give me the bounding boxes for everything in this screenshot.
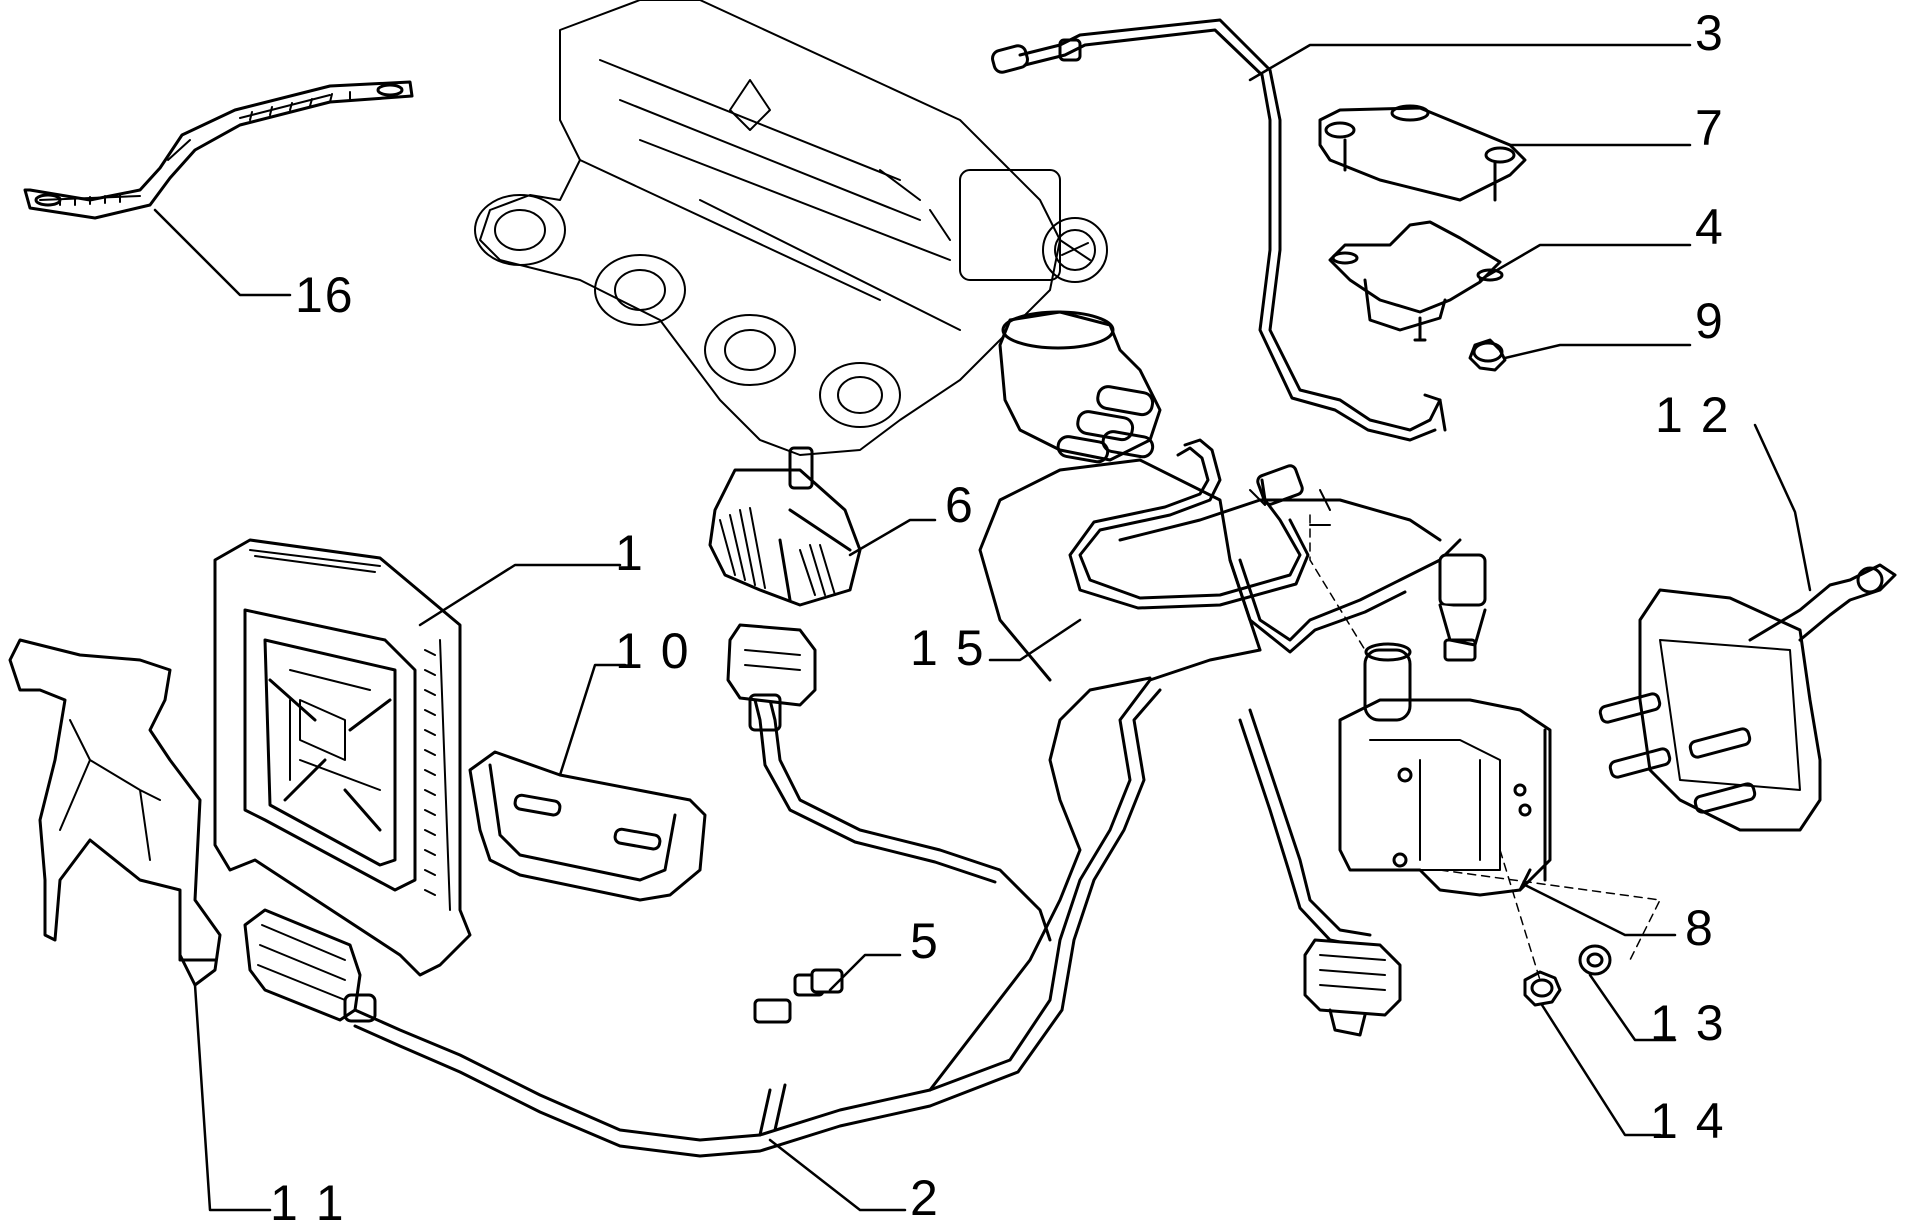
label-15: 1 5 — [910, 620, 986, 676]
label-11: 1 1 — [270, 1175, 346, 1230]
label-6: 6 — [945, 477, 975, 533]
part-6-relay — [708, 446, 862, 607]
label-13: 1 3 — [1650, 995, 1726, 1051]
label-8: 8 — [1685, 900, 1715, 956]
intake-manifold — [474, 0, 1108, 456]
part-11-bracket — [8, 638, 222, 987]
part-5-connector — [753, 968, 844, 1024]
distributor-cap — [998, 310, 1162, 464]
part-9-nut — [1468, 338, 1507, 372]
label-9: 9 — [1695, 293, 1725, 349]
part-1-ecu — [213, 538, 472, 977]
ignition-coil — [1338, 642, 1552, 897]
assembly-dashed-lines — [1309, 514, 1661, 981]
label-4: 4 — [1695, 199, 1725, 255]
sensor-plug — [1438, 553, 1487, 662]
ecu-connector — [243, 908, 377, 1023]
part-14-nut — [1523, 970, 1562, 1007]
label-14: 1 4 — [1650, 1093, 1726, 1149]
label-5: 5 — [910, 913, 940, 969]
part-10-bracket — [468, 750, 707, 902]
part-15-ht-lead — [1068, 438, 1331, 610]
label-12: 1 2 — [1655, 387, 1731, 443]
part-13-washer — [1578, 944, 1612, 976]
part-7-plate — [1318, 104, 1527, 202]
part-labels: 16 3 7 4 9 1 2 6 1 1 0 1 5 5 8 1 3 1 4 2… — [270, 5, 1731, 1230]
part-2-wiring-harness — [353, 458, 1462, 1158]
label-1: 1 — [615, 525, 645, 581]
part-12-bracket — [1598, 563, 1897, 832]
part-3-pipe — [991, 18, 1447, 442]
leader-lines — [153, 43, 1812, 1212]
label-10: 1 0 — [615, 623, 691, 679]
label-2: 2 — [910, 1170, 940, 1226]
relay-connector — [726, 623, 817, 732]
label-7: 7 — [1695, 100, 1725, 156]
label-3: 3 — [1695, 5, 1725, 61]
part-16-strap — [23, 80, 414, 220]
label-16: 16 — [295, 267, 355, 323]
part-4-sensor — [1328, 220, 1504, 342]
coil-connector — [1303, 938, 1402, 1037]
